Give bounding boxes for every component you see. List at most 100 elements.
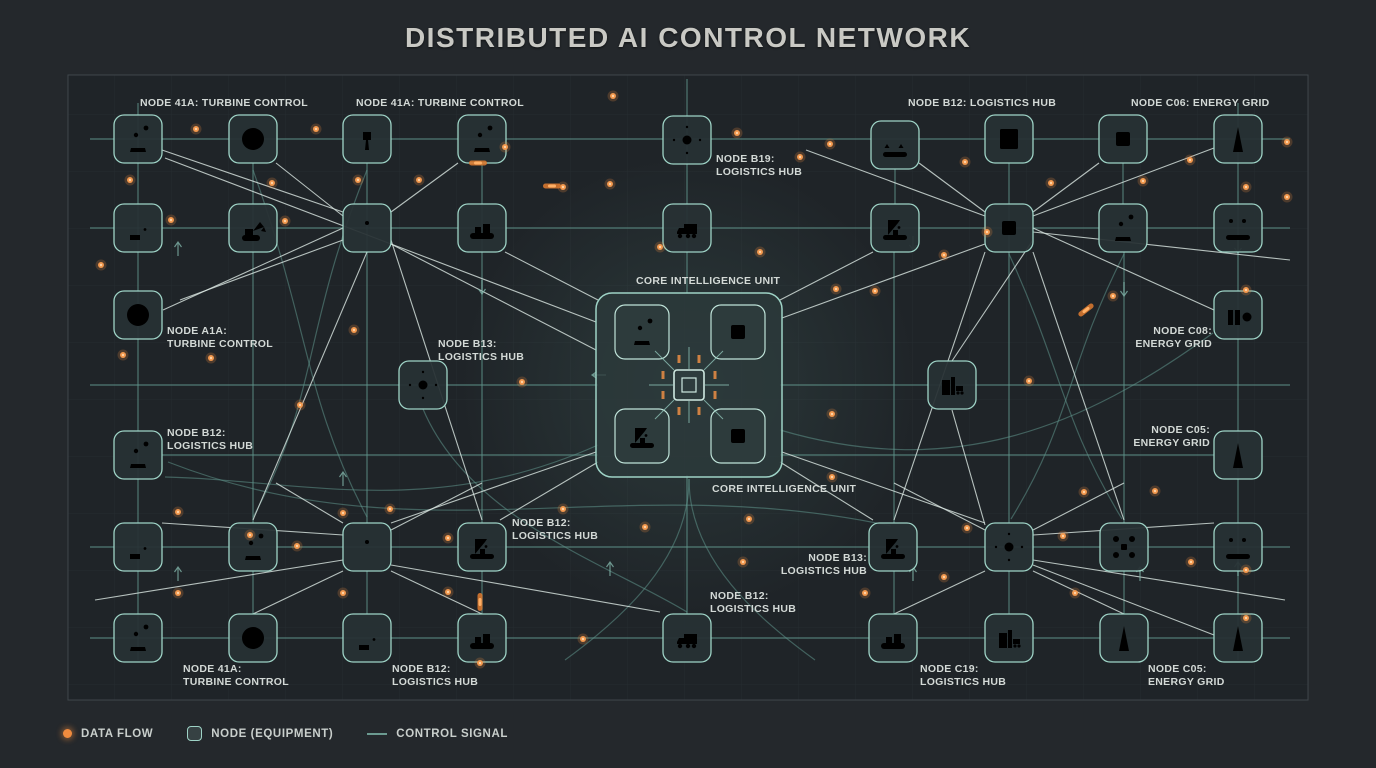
node-craneconv [870, 203, 920, 253]
data-flow-dot-core [446, 590, 450, 594]
data-flow-dot-core [965, 526, 969, 530]
control-signal-line-bright [779, 461, 874, 521]
control-signal-line-bright [781, 243, 986, 319]
node-levers [1213, 203, 1263, 253]
data-flow-dot-core [1285, 195, 1289, 199]
data-flow-dot-core [176, 510, 180, 514]
data-flow-dot-core [1073, 591, 1077, 595]
node-label: NODE B12:LOGISTICS HUB [512, 517, 598, 542]
data-flow-dot-core [741, 560, 745, 564]
data-flow-dot-core [942, 253, 946, 257]
flow-arrow [174, 240, 182, 256]
control-signal-line-bright [779, 251, 874, 301]
core-quadrant [614, 408, 670, 464]
node-crane [113, 522, 163, 572]
data-flow-dot-core [747, 517, 751, 521]
data-flow-dot-core [1111, 294, 1115, 298]
data-flow-dot-core [830, 475, 834, 479]
data-flow-dot-core [1082, 490, 1086, 494]
data-flow-dot-core [128, 178, 132, 182]
legend-label: NODE (EQUIPMENT) [211, 727, 334, 740]
node-levers [1213, 522, 1263, 572]
control-signal-line-bright [1032, 482, 1125, 531]
control-signal-line-bright [161, 149, 344, 213]
control-signal-line-bright [252, 570, 344, 615]
node-square-icon [187, 726, 203, 741]
data-flow-dot-core [121, 353, 125, 357]
circuit-node [713, 391, 717, 399]
control-signal-line-bright [390, 162, 459, 213]
data-flow-dot-core [341, 511, 345, 515]
node-label: NODE B19:LOGISTICS HUB [716, 153, 802, 178]
control-signal-curve [564, 478, 690, 661]
node-arm [113, 430, 163, 480]
data-flow-dot-core [658, 245, 662, 249]
data-flow-dot-core [295, 544, 299, 548]
data-flow-dot-core [99, 263, 103, 267]
flow-arrow [174, 565, 182, 581]
node-label: NODE C19:LOGISTICS HUB [920, 663, 1006, 688]
node-label: NODE B13:LOGISTICS HUB [781, 552, 867, 577]
node-conveyor [457, 203, 507, 253]
data-flow-dot-core [341, 591, 345, 595]
node-label: NODE 41A:TURBINE CONTROL [183, 663, 289, 688]
control-signal-line-icon [367, 732, 388, 735]
data-flow-dot-core [1061, 534, 1065, 538]
data-flow-dot-core [417, 178, 421, 182]
control-signal-line-bright [252, 251, 368, 521]
data-flow-dot-core [1153, 489, 1157, 493]
data-flow-dot-core [352, 328, 356, 332]
node-arm [1098, 203, 1148, 253]
control-signal-line-bright [1032, 559, 1286, 601]
data-flow-dot-core [735, 131, 739, 135]
core-label: CORE INTELLIGENCE UNIT [636, 275, 781, 287]
legend-item-node-equipment: NODE (EQUIPMENT) [187, 726, 333, 741]
data-flow-dot-core [283, 219, 287, 223]
data-flow-dot-core [1285, 140, 1289, 144]
data-flow-streak-core [478, 598, 482, 606]
meter-icon [999, 128, 1019, 150]
data-flow-dot-core [561, 185, 565, 189]
data-flow-dot-core [608, 182, 612, 186]
data-flow-dot-core [209, 356, 213, 360]
control-signal-line-bright [893, 482, 986, 531]
control-signal-line-bright [1032, 162, 1100, 213]
node-label: NODE B12: LOGISTICS HUB [908, 97, 1056, 109]
data-flow-dot-core [446, 536, 450, 540]
control-signal-curve [688, 478, 816, 661]
data-flow-dot-core [478, 661, 482, 665]
node-label: NODE C06: ENERGY GRID [1131, 97, 1270, 109]
core-chip-inner [681, 377, 697, 393]
data-flow-dot-core [1141, 179, 1145, 183]
data-flow-streak-core [548, 184, 556, 188]
legend-label: CONTROL SIGNAL [396, 727, 508, 740]
data-flow-dot-core [503, 145, 507, 149]
control-signal-line-bright [1032, 564, 1215, 636]
data-flow-dot-core [873, 289, 877, 293]
control-signal-line-bright [1032, 231, 1291, 261]
circuit-trace [654, 350, 675, 371]
node-label: NODE A1A:TURBINE CONTROL [167, 325, 273, 350]
control-signal-line-bright [1032, 147, 1215, 217]
data-flow-dot-core [561, 507, 565, 511]
node-craneconv [868, 522, 918, 572]
data-flow-dot-core [758, 250, 762, 254]
node-turbine [342, 203, 392, 253]
control-signal-curve [167, 461, 892, 527]
core-label: CORE INTELLIGENCE UNIT [712, 483, 857, 495]
circuit-node [661, 391, 665, 399]
data-flow-dot-core [1244, 616, 1248, 620]
data-flow-dot-core [942, 575, 946, 579]
node-label: NODE C08:ENERGY GRID [1135, 325, 1212, 350]
data-flow-dot-core [863, 591, 867, 595]
circuit-node [697, 407, 701, 415]
node-grippers [870, 120, 920, 170]
data-flow-dot-core [1188, 158, 1192, 162]
fan-icon [126, 303, 150, 327]
data-flow-dot-core [248, 533, 252, 537]
control-signal-line-bright [1032, 570, 1125, 615]
data-flow-dot-core [828, 142, 832, 146]
data-flow-dot-core [611, 94, 615, 98]
circuit-node [661, 371, 665, 379]
